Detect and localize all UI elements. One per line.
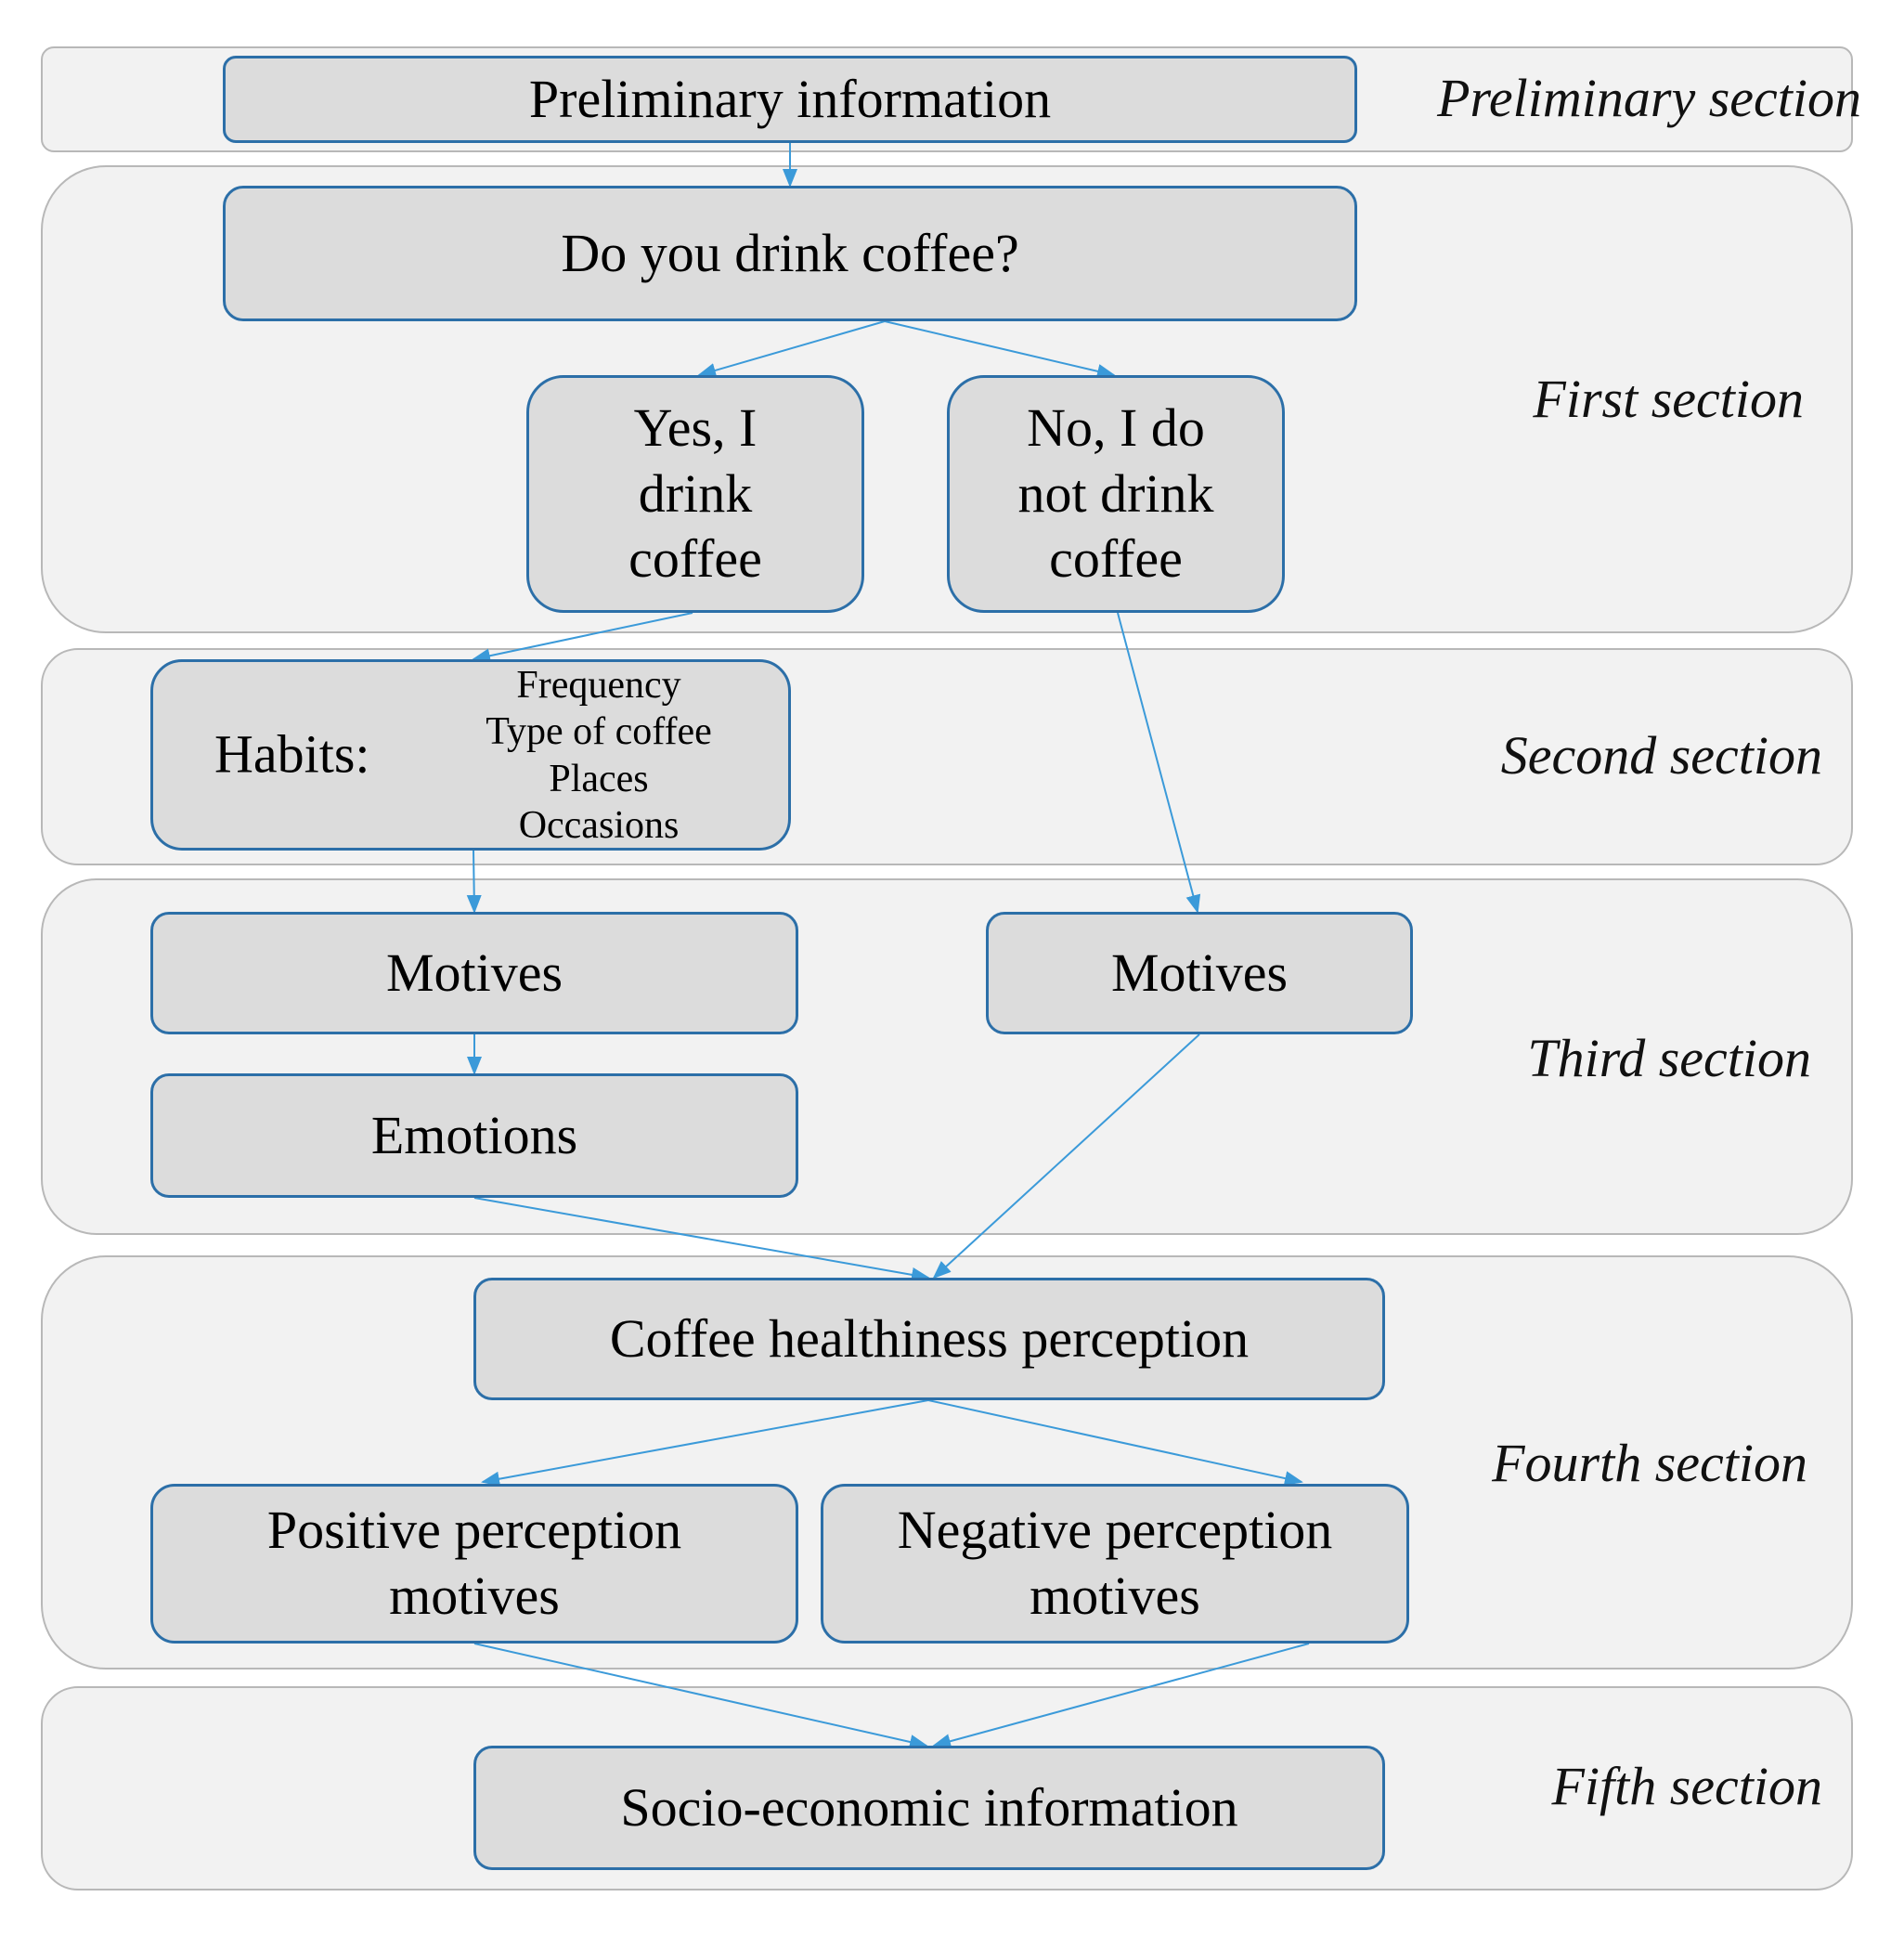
label-first-section: First section bbox=[1533, 369, 1804, 429]
yes-drink-coffee-text: Yes, I drink coffee bbox=[628, 396, 762, 590]
habits-item-occasions: Occasions bbox=[518, 804, 680, 848]
label-fifth-section: Fifth section bbox=[1551, 1756, 1822, 1816]
positive-perception-motives-text: Positive perception motives bbox=[266, 1500, 682, 1626]
emotions-text: Emotions bbox=[370, 1104, 578, 1165]
habits-label: Habits: bbox=[214, 723, 370, 785]
preliminary-information-text: Preliminary information bbox=[528, 68, 1052, 129]
negative-perception-motives-text: Negative perception motives bbox=[897, 1500, 1333, 1626]
habits-item-type: Type of coffee bbox=[486, 710, 712, 754]
habits-node: Habits: Frequency Type of coffee Places … bbox=[150, 659, 791, 851]
label-fourth-section: Fourth section bbox=[1492, 1433, 1807, 1493]
no-drink-coffee-text: No, I do not drink coffee bbox=[1017, 396, 1214, 590]
question-drink-coffee-text: Do you drink coffee? bbox=[561, 222, 1019, 283]
socio-economic-information-node: Socio-economic information bbox=[473, 1746, 1385, 1870]
negative-perception-motives-node: Negative perception motives bbox=[821, 1484, 1409, 1644]
coffee-healthiness-perception-node: Coffee healthiness perception bbox=[473, 1278, 1385, 1400]
emotions-node: Emotions bbox=[150, 1073, 798, 1198]
motives-drinkers-text: Motives bbox=[385, 942, 563, 1003]
label-third-section: Third section bbox=[1527, 1028, 1811, 1088]
motives-drinkers-node: Motives bbox=[150, 912, 798, 1034]
preliminary-information-node: Preliminary information bbox=[223, 56, 1357, 143]
positive-perception-motives-node: Positive perception motives bbox=[150, 1484, 798, 1644]
yes-drink-coffee-node: Yes, I drink coffee bbox=[526, 375, 864, 613]
habits-item-places: Places bbox=[549, 757, 649, 800]
label-second-section: Second section bbox=[1500, 725, 1822, 786]
socio-economic-information-text: Socio-economic information bbox=[620, 1776, 1238, 1838]
habits-list: Frequency Type of coffee Places Occasion… bbox=[450, 662, 747, 848]
question-drink-coffee-node: Do you drink coffee? bbox=[223, 186, 1357, 321]
label-preliminary-section: Preliminary section bbox=[1437, 68, 1861, 128]
habits-item-frequency: Frequency bbox=[516, 664, 681, 707]
motives-non-drinkers-text: Motives bbox=[1110, 942, 1289, 1003]
motives-non-drinkers-node: Motives bbox=[986, 912, 1413, 1034]
coffee-healthiness-perception-text: Coffee healthiness perception bbox=[609, 1307, 1250, 1369]
no-drink-coffee-node: No, I do not drink coffee bbox=[947, 375, 1285, 613]
